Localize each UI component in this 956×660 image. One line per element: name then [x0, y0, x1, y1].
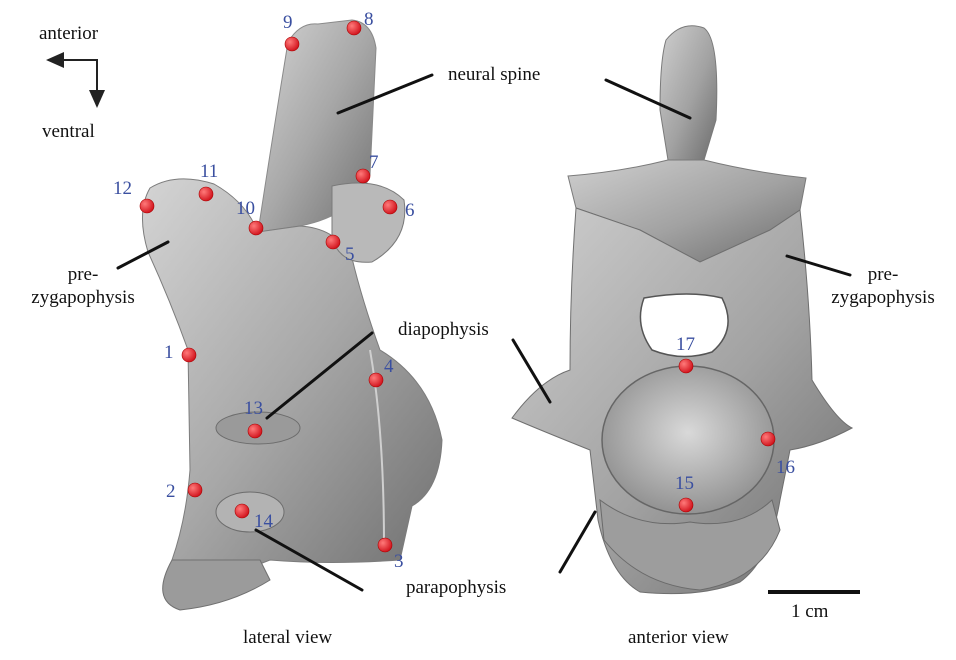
landmark-number-2: 2 [166, 481, 176, 502]
landmark-dot-10 [249, 221, 263, 235]
landmark-number-9: 9 [283, 12, 293, 33]
landmark-number-13: 13 [244, 398, 263, 419]
landmark-number-11: 11 [200, 161, 218, 182]
anterior-view-title: anterior view [628, 628, 729, 647]
landmark-dot-15 [679, 498, 693, 512]
neural-spine-label: neural spine [448, 65, 540, 84]
orientation-anterior-label: anterior [39, 24, 98, 43]
landmark-number-8: 8 [364, 9, 374, 30]
landmark-number-15: 15 [675, 473, 694, 494]
prezygapophysis-right-label: pre- zygapophysis [808, 264, 956, 310]
prezygapophysis-left-line1: pre- [8, 264, 158, 287]
prezygapophysis-left-line2: zygapophysis [8, 287, 158, 310]
lateral-view-title: lateral view [243, 628, 332, 647]
landmark-dot-12 [140, 199, 154, 213]
leader-diapophysis-anterior [513, 340, 550, 402]
landmark-number-12: 12 [113, 178, 132, 199]
landmark-number-10: 10 [236, 198, 255, 219]
landmark-number-14: 14 [254, 511, 274, 532]
orientation-arrows [48, 59, 97, 106]
landmark-dot-8 [347, 21, 361, 35]
landmark-number-3: 3 [394, 551, 404, 572]
landmark-dot-13 [248, 424, 262, 438]
scale-bar-label: 1 cm [791, 602, 828, 621]
landmark-number-16: 16 [776, 457, 795, 478]
landmark-number-7: 7 [369, 152, 379, 173]
landmark-dot-17 [679, 359, 693, 373]
leader-parapophysis-anterior [560, 512, 595, 572]
landmark-dot-16 [761, 432, 775, 446]
landmark-number-6: 6 [405, 200, 415, 221]
landmark-dot-3 [378, 538, 392, 552]
landmark-dot-7 [356, 169, 370, 183]
landmark-dot-1 [182, 348, 196, 362]
landmark-dot-9 [285, 37, 299, 51]
orientation-ventral-label: ventral [42, 122, 95, 141]
prezygapophysis-left-label: pre- zygapophysis [8, 264, 158, 310]
prezygapophysis-right-line2: zygapophysis [808, 287, 956, 310]
landmark-dot-2 [188, 483, 202, 497]
landmark-number-4: 4 [384, 356, 394, 377]
landmark-dot-5 [326, 235, 340, 249]
prezygapophysis-right-line1: pre- [808, 264, 956, 287]
diapophysis-label: diapophysis [398, 320, 489, 339]
landmark-dot-6 [383, 200, 397, 214]
landmark-number-17: 17 [676, 334, 695, 355]
landmark-number-5: 5 [345, 244, 355, 265]
landmark-dot-4 [369, 373, 383, 387]
landmark-dot-11 [199, 187, 213, 201]
parapophysis-label: parapophysis [406, 578, 506, 597]
landmark-number-1: 1 [164, 342, 174, 363]
landmark-dot-14 [235, 504, 249, 518]
lateral-view-bone [142, 20, 442, 610]
